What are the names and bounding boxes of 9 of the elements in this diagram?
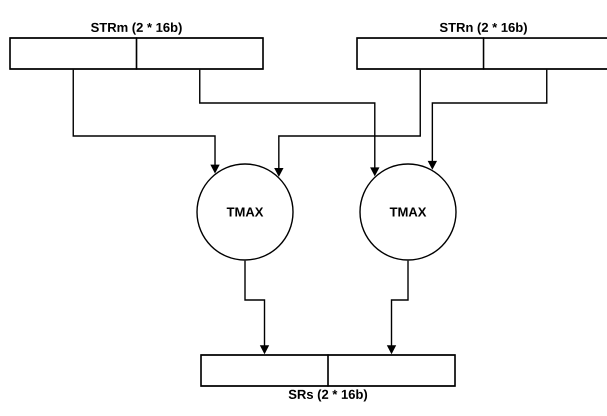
- node-label: STRn (2 * 16b): [440, 22, 527, 35]
- register-half: [327, 354, 456, 387]
- register-half: [200, 354, 329, 387]
- node-label: SRs (2 * 16b): [288, 389, 368, 402]
- register-half: [136, 37, 264, 70]
- register-half: [356, 37, 484, 70]
- node-label: STRm (2 * 16b): [91, 22, 182, 35]
- register-half: [9, 37, 138, 70]
- register-half: [482, 37, 607, 70]
